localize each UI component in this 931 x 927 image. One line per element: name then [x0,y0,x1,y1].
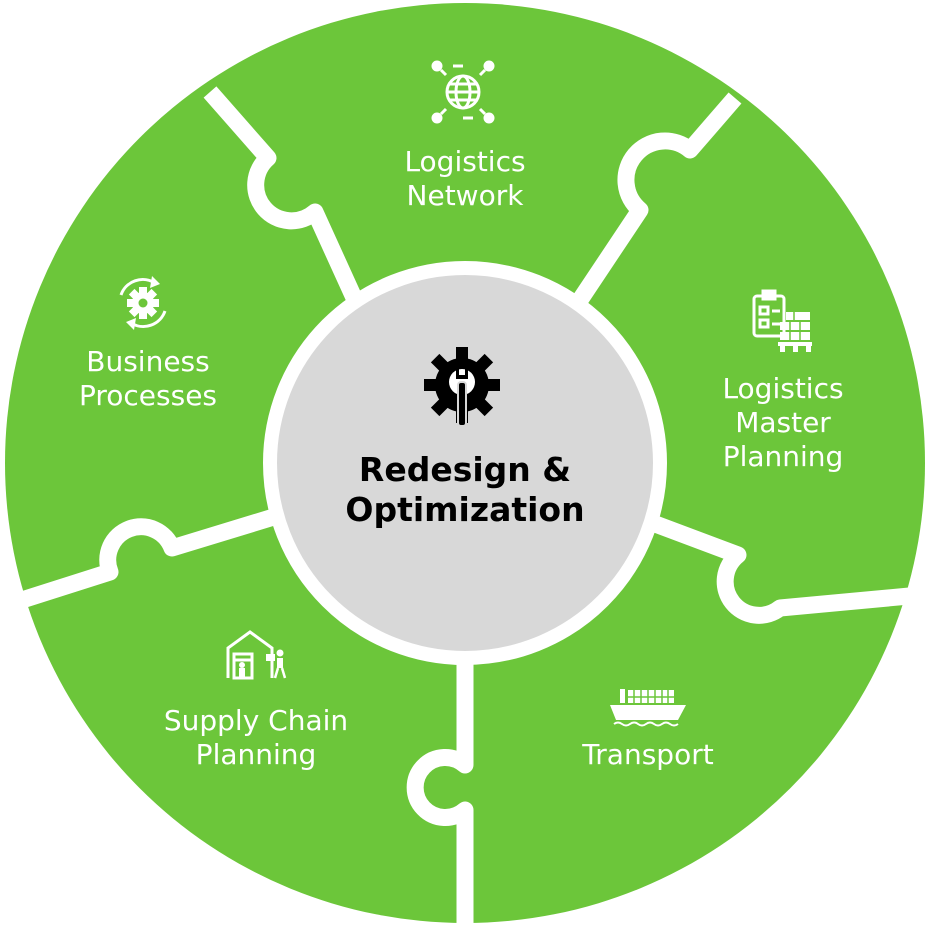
segment-label-line: Planning [195,738,317,771]
puzzle-dividers [19,86,921,927]
segment-label-business-processes: Business Processes [79,345,217,413]
segment-label-line: Transport [582,738,714,771]
segment-label-transport: Transport [582,738,713,772]
divider-bottom [406,650,474,927]
segment-label-line: Logistics [404,145,526,178]
center-hub [263,261,667,665]
segment-label-supply-chain-planning: Supply Chain Planning [164,704,348,772]
divider-left [19,503,293,609]
divider-upper-right [572,92,742,305]
segment-label-line: Processes [78,379,218,412]
cargo-ship-icon [610,689,686,727]
gear-wrench-icon [424,347,500,427]
segment-label-line: Business [86,345,210,378]
segment-label-line: Supply Chain [163,704,349,737]
segment-label-line: Planning [722,440,844,473]
divider-upper-left [203,86,363,304]
segment-label-logistics-network: Logistics Network [404,145,525,213]
center-title-line: Optimization [345,490,585,529]
clipboard-pallet-icon [752,289,812,352]
gear-cycle-icon [119,276,167,330]
segment-label-line: Network [406,179,524,212]
globe-network-icon [431,60,495,124]
center-title-line: Redesign & [358,450,572,489]
segment-label-logistics-master-planning: Logistics Master Planning [722,372,843,474]
segment-label-line: Master [735,406,831,439]
warehouse-worker-icon [226,630,287,680]
segment-label-line: Logistics [722,372,844,405]
divider-right [647,514,921,624]
center-title: Redesign & Optimization [345,450,584,530]
